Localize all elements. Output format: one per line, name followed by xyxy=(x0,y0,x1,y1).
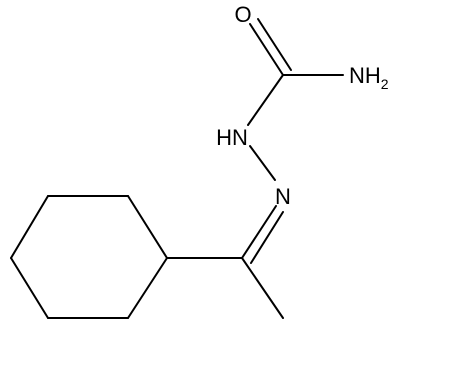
ring-bond xyxy=(127,257,168,319)
amine-label: NH2 xyxy=(349,63,389,92)
hydrazine-nh-label: HN xyxy=(216,125,248,150)
amine-label-subscript: 2 xyxy=(381,76,389,92)
imine-double-bond-b xyxy=(250,211,284,264)
ring-bond xyxy=(127,195,168,259)
ring-bond xyxy=(10,257,49,319)
bond-group xyxy=(10,18,344,319)
hydrazine-bond xyxy=(249,145,276,181)
amine-label-main: NH xyxy=(349,63,381,88)
oxygen-label: O xyxy=(234,2,251,27)
ring-bond xyxy=(10,195,49,259)
carbonyl-bond-b xyxy=(257,18,292,71)
carbonyl-bond-a xyxy=(249,23,284,76)
amide-bond xyxy=(247,74,284,126)
methyl-bond xyxy=(241,257,284,319)
imine-nitrogen-label: N xyxy=(275,184,291,209)
imine-double-bond-a xyxy=(241,205,277,259)
